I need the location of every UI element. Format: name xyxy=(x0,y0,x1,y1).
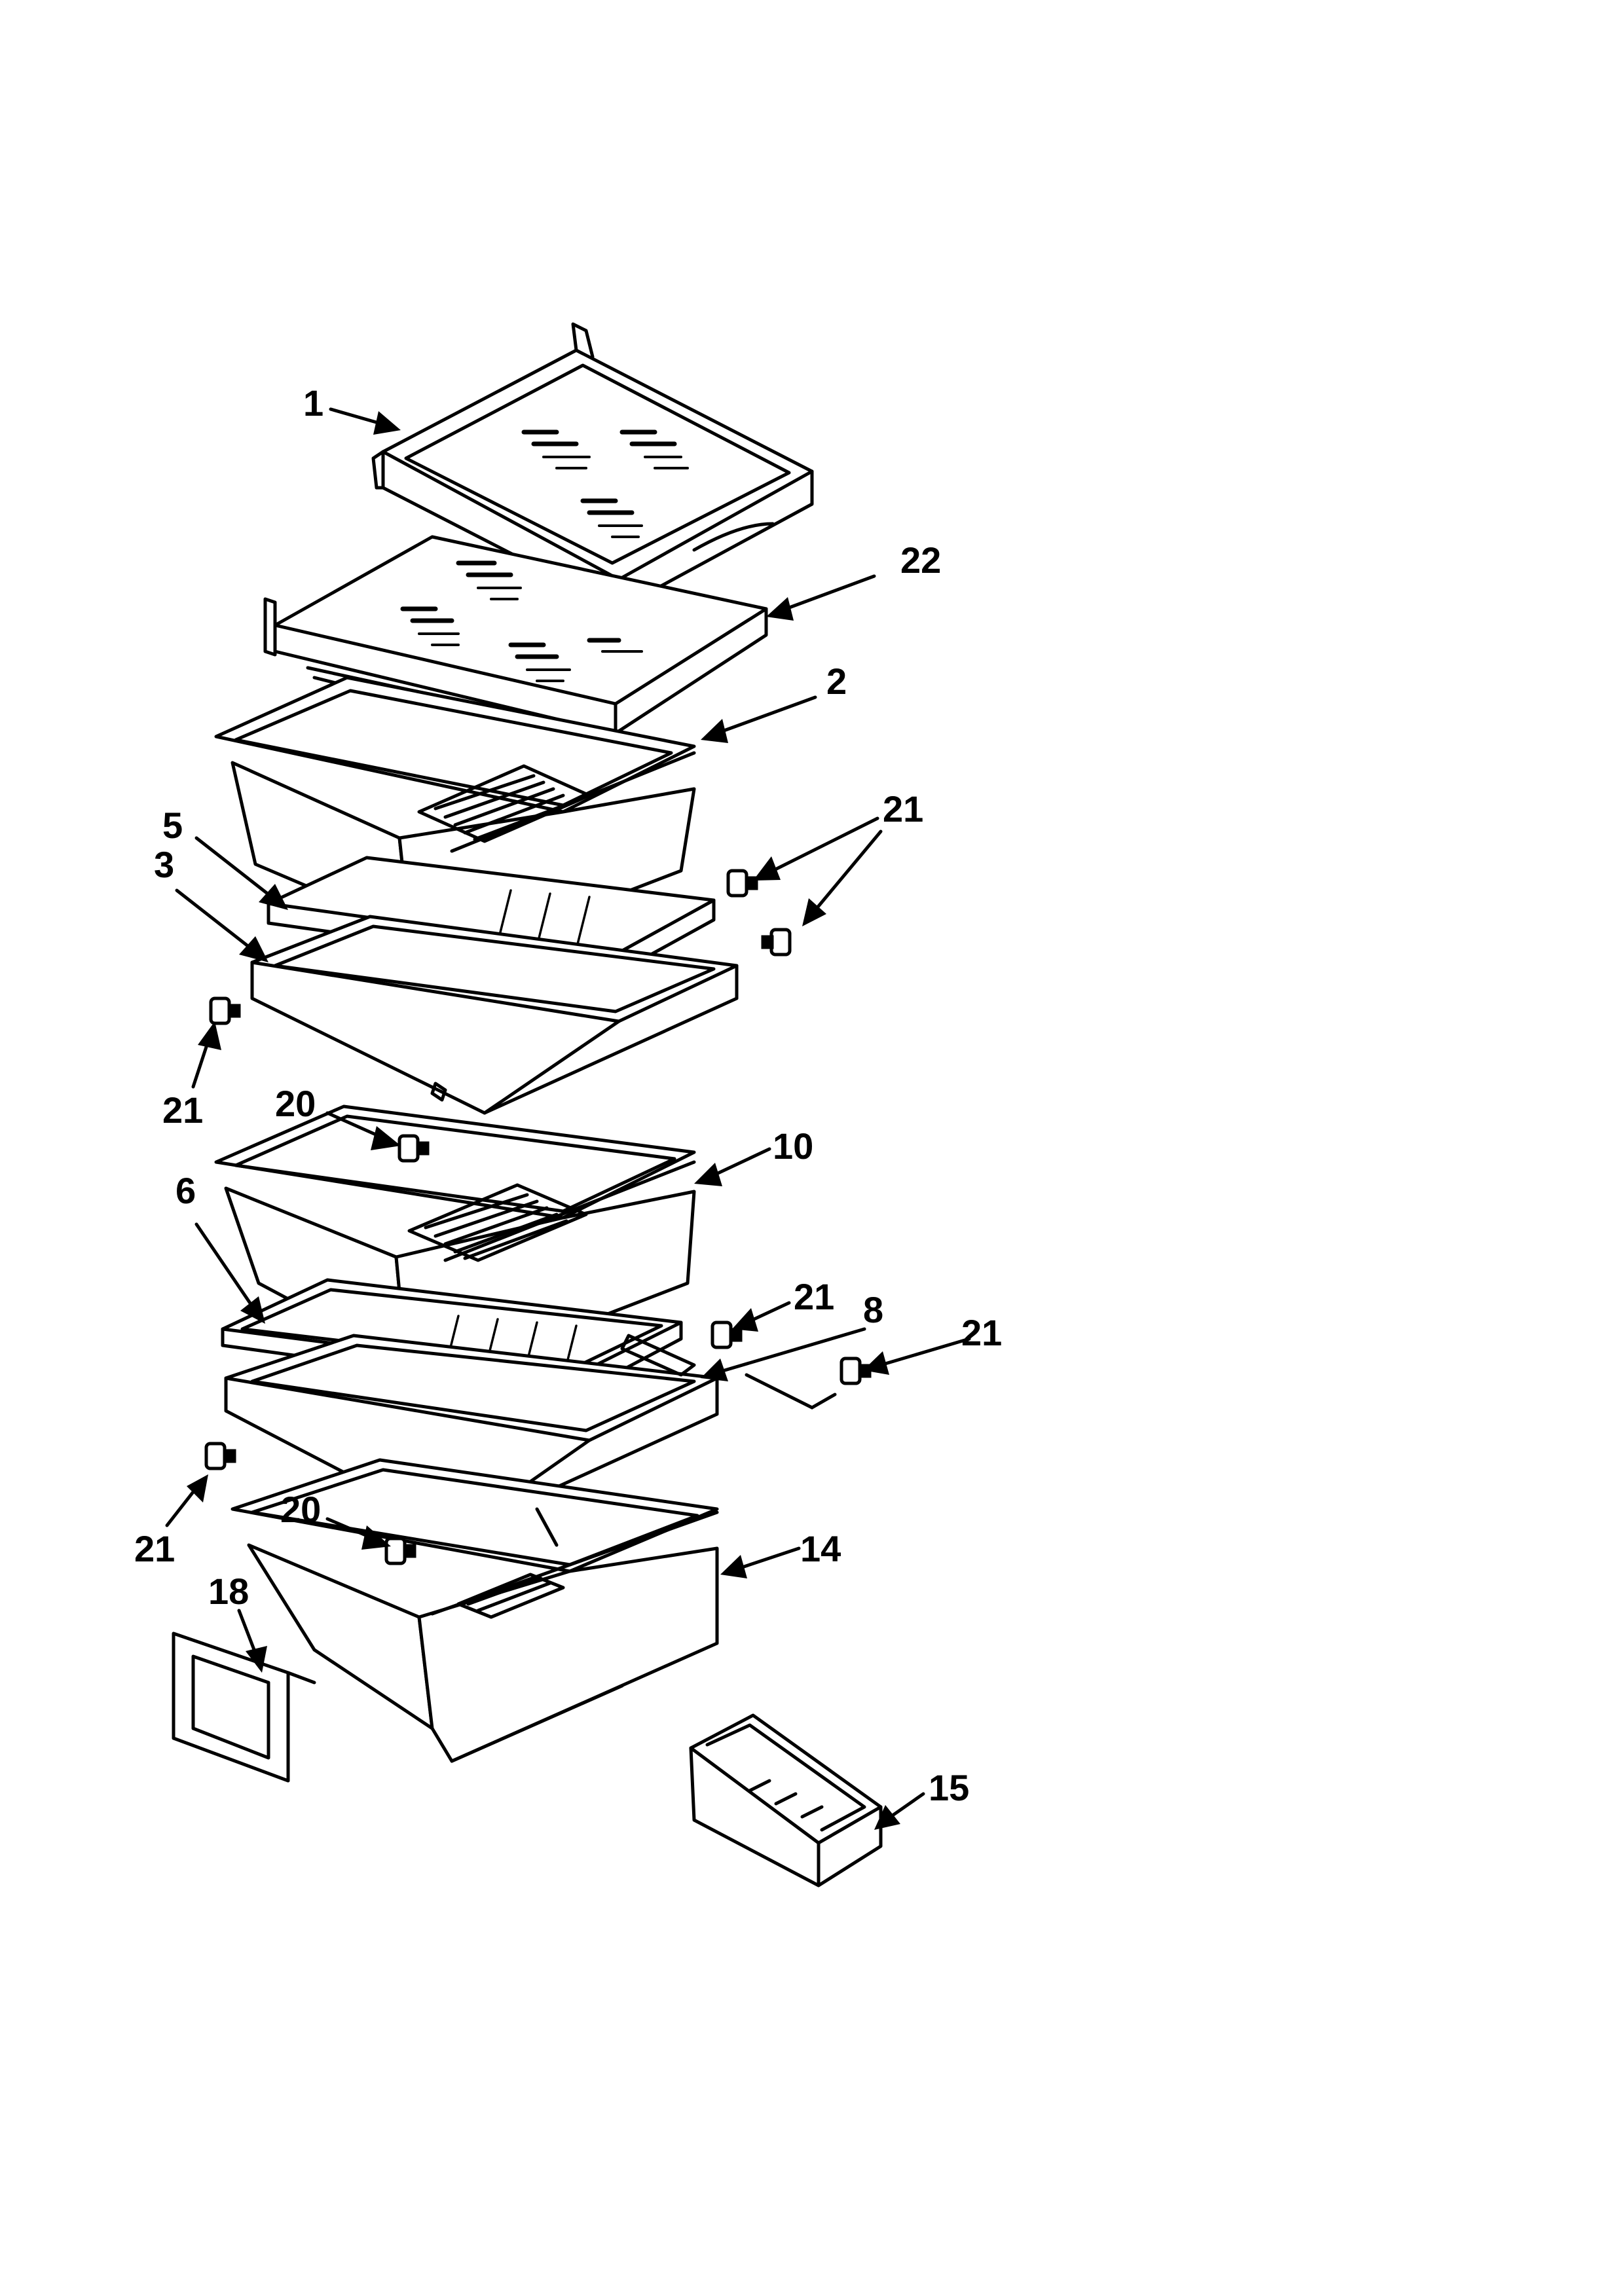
screw-20-upper xyxy=(397,1134,430,1163)
screw-21-middle-right-b xyxy=(840,1357,872,1385)
part-3-crisper-frame xyxy=(250,915,739,1115)
callout-20-upper: 20 xyxy=(275,1083,316,1124)
callout-8: 8 xyxy=(863,1289,883,1330)
callout-21-middle-right-a: 21 xyxy=(794,1276,834,1317)
screw-21-upper-right-a xyxy=(726,869,758,898)
callout-6: 6 xyxy=(175,1170,196,1211)
callout-5: 5 xyxy=(162,805,183,846)
callout-1: 1 xyxy=(303,382,323,424)
callout-10: 10 xyxy=(773,1125,813,1167)
part-15-utility-bin xyxy=(689,1713,883,1887)
screw-21-upper-right-b xyxy=(761,928,792,957)
callout-21-middle-right-b: 21 xyxy=(961,1312,1002,1353)
callout-22: 22 xyxy=(900,539,941,581)
part-14-crisper-drawer xyxy=(231,1458,719,1763)
callout-21-upper-left: 21 xyxy=(162,1089,203,1131)
drawer-10-grille xyxy=(407,1183,588,1262)
drawer-2-grille xyxy=(417,764,591,843)
callout-14: 14 xyxy=(800,1528,841,1569)
leader-lines xyxy=(165,407,971,1830)
screw-21-lower-left xyxy=(204,1442,236,1470)
callout-2: 2 xyxy=(826,661,847,702)
screw-21-upper-left xyxy=(209,996,241,1025)
screw-20-lower xyxy=(384,1537,416,1565)
part-18-label-holder xyxy=(172,1631,316,1783)
callout-labels: 1 22 2 5 3 21 21 20 10 6 21 8 21 21 20 1… xyxy=(134,382,1002,1808)
callout-15: 15 xyxy=(929,1767,969,1808)
callout-21-upper-right: 21 xyxy=(883,788,923,829)
callout-3: 3 xyxy=(154,844,174,885)
glass-reflection-marks xyxy=(521,429,689,538)
glass-reflection-marks-22 xyxy=(400,560,643,682)
callout-18: 18 xyxy=(208,1571,249,1612)
callout-20-lower: 20 xyxy=(280,1489,321,1530)
drawer-14-grille xyxy=(456,1573,565,1619)
screw-21-middle-right-a xyxy=(710,1321,743,1349)
callout-21-lower-left: 21 xyxy=(134,1528,175,1569)
